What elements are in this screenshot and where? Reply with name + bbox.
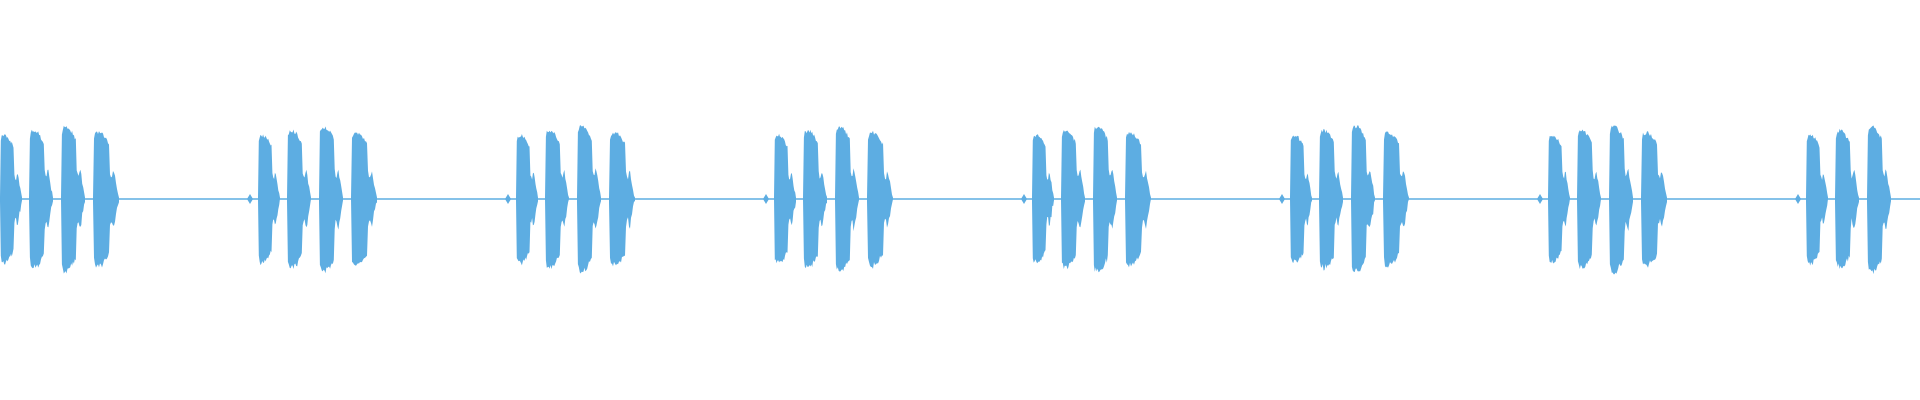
waveform-burst	[1641, 131, 1667, 268]
burst-group	[0, 125, 119, 274]
waveform-burst	[1383, 131, 1409, 268]
waveform-burst	[1806, 134, 1828, 266]
burst-group	[1795, 125, 1891, 275]
waveform-burst	[93, 131, 119, 268]
waveform-burst	[351, 132, 377, 266]
waveform-burst	[61, 125, 85, 274]
waveform-burst	[609, 132, 635, 267]
waveform-burst	[1125, 131, 1151, 268]
burst-group	[505, 125, 635, 274]
pre-burst-blip	[1279, 194, 1285, 204]
waveform-burst	[1577, 129, 1601, 269]
pre-burst-blip	[1795, 194, 1801, 204]
pre-burst-blip	[505, 194, 511, 204]
waveform-burst	[1032, 134, 1054, 264]
waveform-burst	[0, 134, 22, 265]
burst-group	[1537, 125, 1667, 275]
waveform-burst	[1867, 125, 1891, 275]
waveform-burst	[29, 129, 53, 269]
waveform-burst	[287, 129, 311, 269]
waveform-burst	[1290, 135, 1312, 263]
burst-group	[1279, 125, 1409, 273]
pre-burst-blip	[1021, 194, 1027, 204]
pre-burst-blip	[763, 194, 769, 204]
pre-burst-blip	[247, 194, 253, 204]
burst-group	[763, 126, 893, 272]
waveform-burst	[1319, 128, 1343, 271]
burst-group	[1021, 126, 1151, 273]
waveform-baseline-layer	[0, 198, 1920, 200]
waveform-burst	[577, 125, 601, 274]
burst-group	[247, 126, 377, 274]
waveform-burst	[545, 130, 569, 270]
waveform-burst	[319, 126, 343, 274]
waveform-burst	[1835, 128, 1859, 269]
waveform-burst	[774, 133, 796, 264]
waveform-burst-layer	[0, 125, 1891, 275]
waveform-burst	[516, 134, 538, 266]
pre-burst-blip	[1537, 194, 1543, 204]
waveform-baseline	[0, 198, 1920, 200]
waveform-burst	[803, 129, 827, 269]
waveform-burst	[1061, 130, 1085, 270]
waveform-burst	[1351, 125, 1375, 273]
waveform-burst	[867, 130, 893, 269]
waveform-burst	[1609, 125, 1633, 275]
waveform-burst	[258, 134, 280, 266]
waveform-burst	[835, 126, 859, 272]
waveform-burst	[1548, 135, 1570, 264]
waveform-burst	[1093, 126, 1117, 273]
